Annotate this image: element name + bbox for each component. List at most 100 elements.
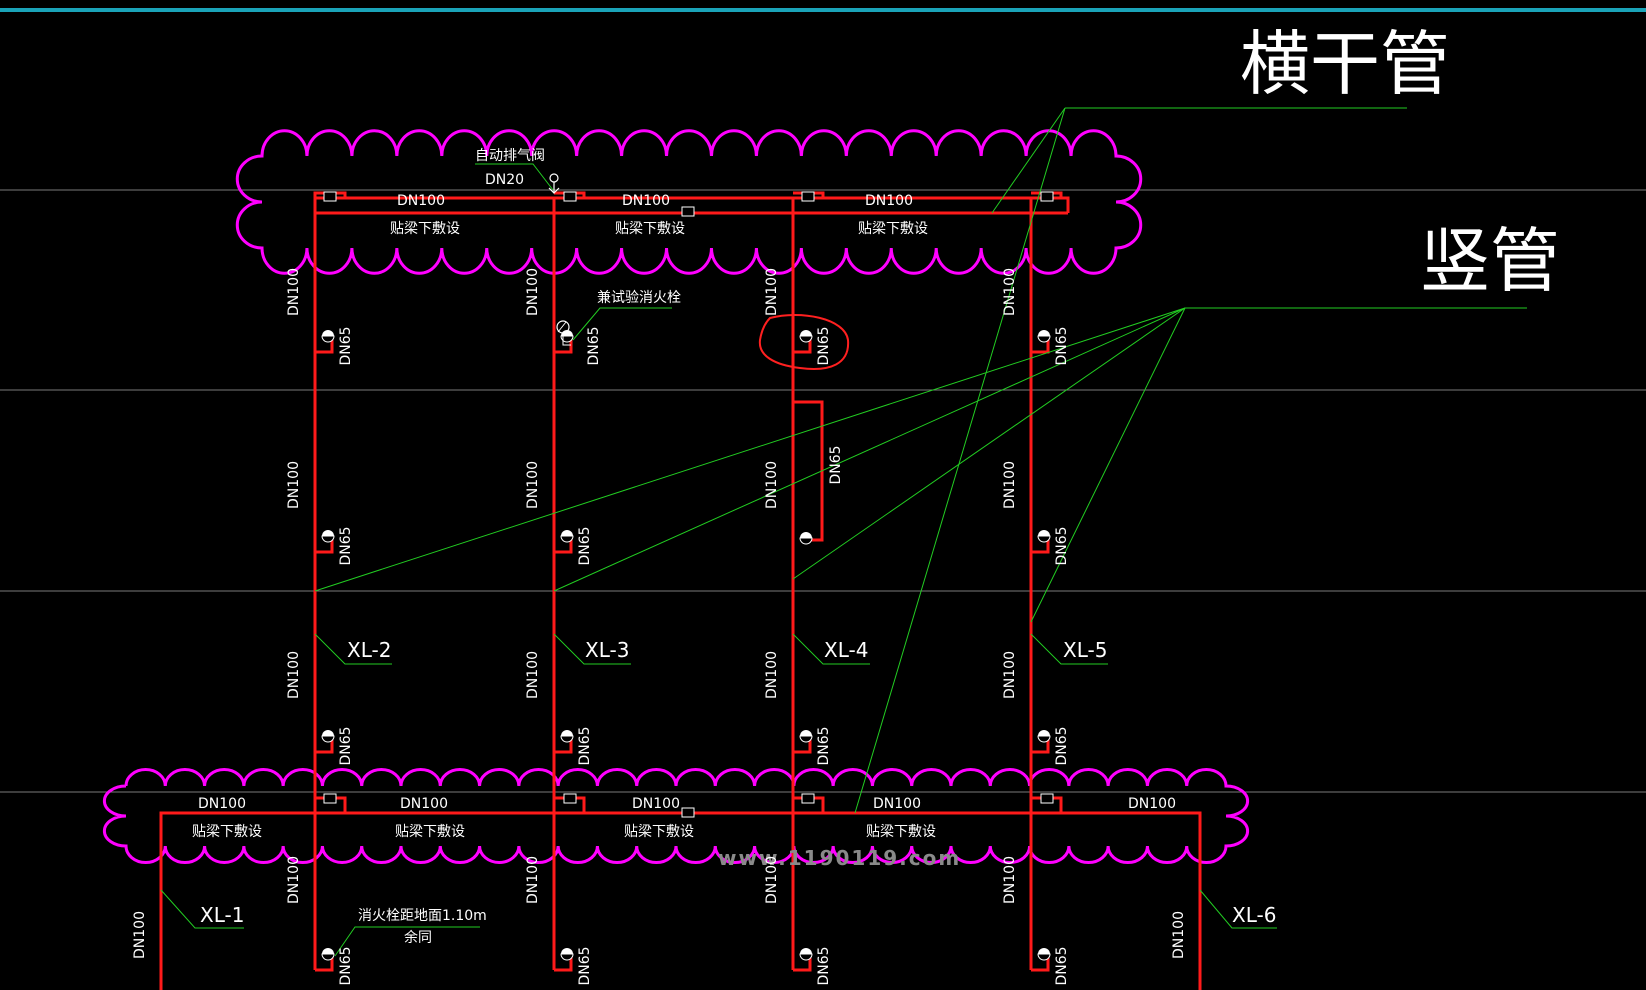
riser-dn-label: DN100 [1002,461,1018,509]
riser-tag: XL-3 [585,638,629,662]
revision-cloud-top [235,129,1143,275]
riser-dn-label: DN100 [286,461,302,509]
riser-dn-label: DN100 [1002,268,1018,316]
branch-stub [793,956,812,972]
leader-riser [792,307,1186,580]
hydrant-icon [799,532,813,545]
riser-dn-label: DN100 [525,856,541,904]
riser-dn-label: DN100 [764,461,780,509]
top-main-note: 贴梁下敷设 [390,221,460,237]
branch-stub [315,738,334,754]
leader-tag [792,633,870,665]
branch-stub [1031,338,1050,354]
hydrant-dn-label: DN65 [577,726,593,765]
hydrant-dn-label: DN65 [1054,526,1070,565]
leader-test-hydrant [572,307,672,341]
leader-tag [1199,889,1277,929]
auto-vent-label: 自动排气阀 [475,148,545,164]
hydrant-dn-label: DN65 [577,946,593,985]
branch-stub [1031,956,1050,972]
riser-dn-label: DN100 [286,651,302,699]
bottom-main-note: 贴梁下敷设 [192,824,262,840]
leader-tag [160,889,244,929]
floor-lines [0,189,1646,793]
branch-stub [793,338,812,354]
hydrant-icon [560,948,574,961]
highlight-ellipse [758,314,850,370]
valve [801,793,815,804]
hydrant-icon [1037,730,1051,743]
hydrant-dn-label: DN65 [816,326,832,365]
riser-dn-label: DN100 [525,268,541,316]
valve [681,206,695,217]
top-main-note: 贴梁下敷设 [615,221,685,237]
hydrant-icon [1037,330,1051,343]
riser-tag: XL-1 [200,903,244,927]
branch-stub [554,738,573,754]
bottom-main-dn: DN100 [1128,796,1176,812]
hydrant-icon [1037,948,1051,961]
hydrant-height-label: 余同 [404,929,432,946]
test-hydrant-label: 兼试验消火栓 [597,290,681,306]
hydrant-dn-label: DN65 [577,526,593,565]
riser-dn-label: DN100 [525,651,541,699]
bottom-main-note: 贴梁下敷设 [395,824,465,840]
leader-hydrant-height [334,926,480,957]
hydrant-dn-label: DN65 [1054,726,1070,765]
riser-dn-label: DN100 [525,461,541,509]
hydrant-icon [321,730,335,743]
hydrant-dn-label: DN65 [338,946,354,985]
branch-stub [793,738,812,754]
riser-tag: XL-5 [1063,638,1107,662]
hydrant-dn-label: DN65 [586,326,602,365]
valves [323,191,1054,818]
bottom-main-dn: DN100 [198,796,246,812]
leader-tag [314,633,392,665]
hydrants [321,320,1051,961]
bottom-main-note: 贴梁下敷设 [624,824,694,840]
hydrant-icon [321,530,335,543]
hydrant-dn-label: DN65 [338,326,354,365]
riser-tag: XL-6 [1232,903,1276,927]
branch-stub [554,538,573,554]
test-hydrant-icon [556,320,571,346]
riser-dn-label: DN100 [1171,911,1187,959]
auto-vent-size: DN20 [485,172,524,188]
bottom-main-dn: DN100 [632,796,680,812]
leader-horizontal-main [854,107,1066,814]
leader-lines [160,107,1527,957]
bottom-main-dn: DN100 [400,796,448,812]
leader-tag [553,633,631,665]
valve [1040,793,1054,804]
branch-stub [793,400,824,542]
riser-tag: XL-2 [347,638,391,662]
leader-auto-vent [475,163,554,191]
revision-cloud-bottom [102,768,1250,864]
hydrant-dn-label: DN65 [828,445,844,484]
branch-stub [315,538,334,554]
hydrant-dn-label: DN65 [338,726,354,765]
hydrant-height-label: 消火栓距地面1.10m [358,908,487,924]
leader-riser [1030,307,1186,623]
valve [563,793,577,804]
bottom-main-dn: DN100 [873,796,921,812]
top-bar [0,8,1646,12]
riser-dn-label: DN100 [1002,651,1018,699]
labels: 横干管 竖管 自动排气阀 DN20 DN100 DN100 DN100 贴梁下敷… [192,23,1560,946]
auto-vent-icon [548,173,560,194]
vertical-labels: DN100DN100DN100DN100DN100DN100DN100DN100… [132,268,1187,986]
callout-riser: 竖管 [1420,220,1560,302]
riser-dn-label: DN100 [132,911,148,959]
leader-riser [553,307,1186,592]
branch-stub [554,956,573,972]
riser-dn-label: DN100 [286,856,302,904]
hydrant-dn-label: DN65 [816,946,832,985]
top-main-dn: DN100 [622,193,670,209]
valve [681,807,695,818]
hydrant-icon [799,948,813,961]
hydrant-icon [321,330,335,343]
valve [1040,191,1054,202]
bottom-horizontal-main [159,811,1202,990]
branch-stub [315,338,334,354]
